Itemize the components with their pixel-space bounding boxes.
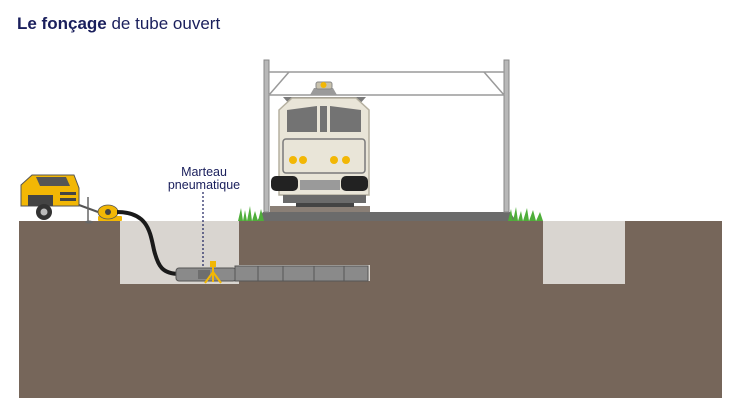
compressor-icon	[20, 174, 99, 224]
train-icon	[271, 81, 370, 207]
rail-bed	[257, 206, 516, 221]
pump-icon	[97, 204, 122, 221]
diagram-title: Le fonçage de tube ouvert	[17, 14, 220, 34]
title-rest: de tube ouvert	[106, 14, 221, 33]
steel-pipe	[234, 265, 369, 282]
air-hose	[116, 210, 181, 276]
hammer-label-line2: pneumatique	[168, 178, 240, 192]
pneumatic-hammer-icon	[175, 267, 237, 282]
reception-pit	[543, 221, 625, 284]
hammer-stand	[204, 261, 222, 284]
grass-icon	[238, 206, 543, 221]
hammer-label-line1: Marteau	[181, 165, 227, 179]
title-bold: Le fonçage	[17, 14, 107, 33]
catenary-icon	[263, 59, 510, 213]
